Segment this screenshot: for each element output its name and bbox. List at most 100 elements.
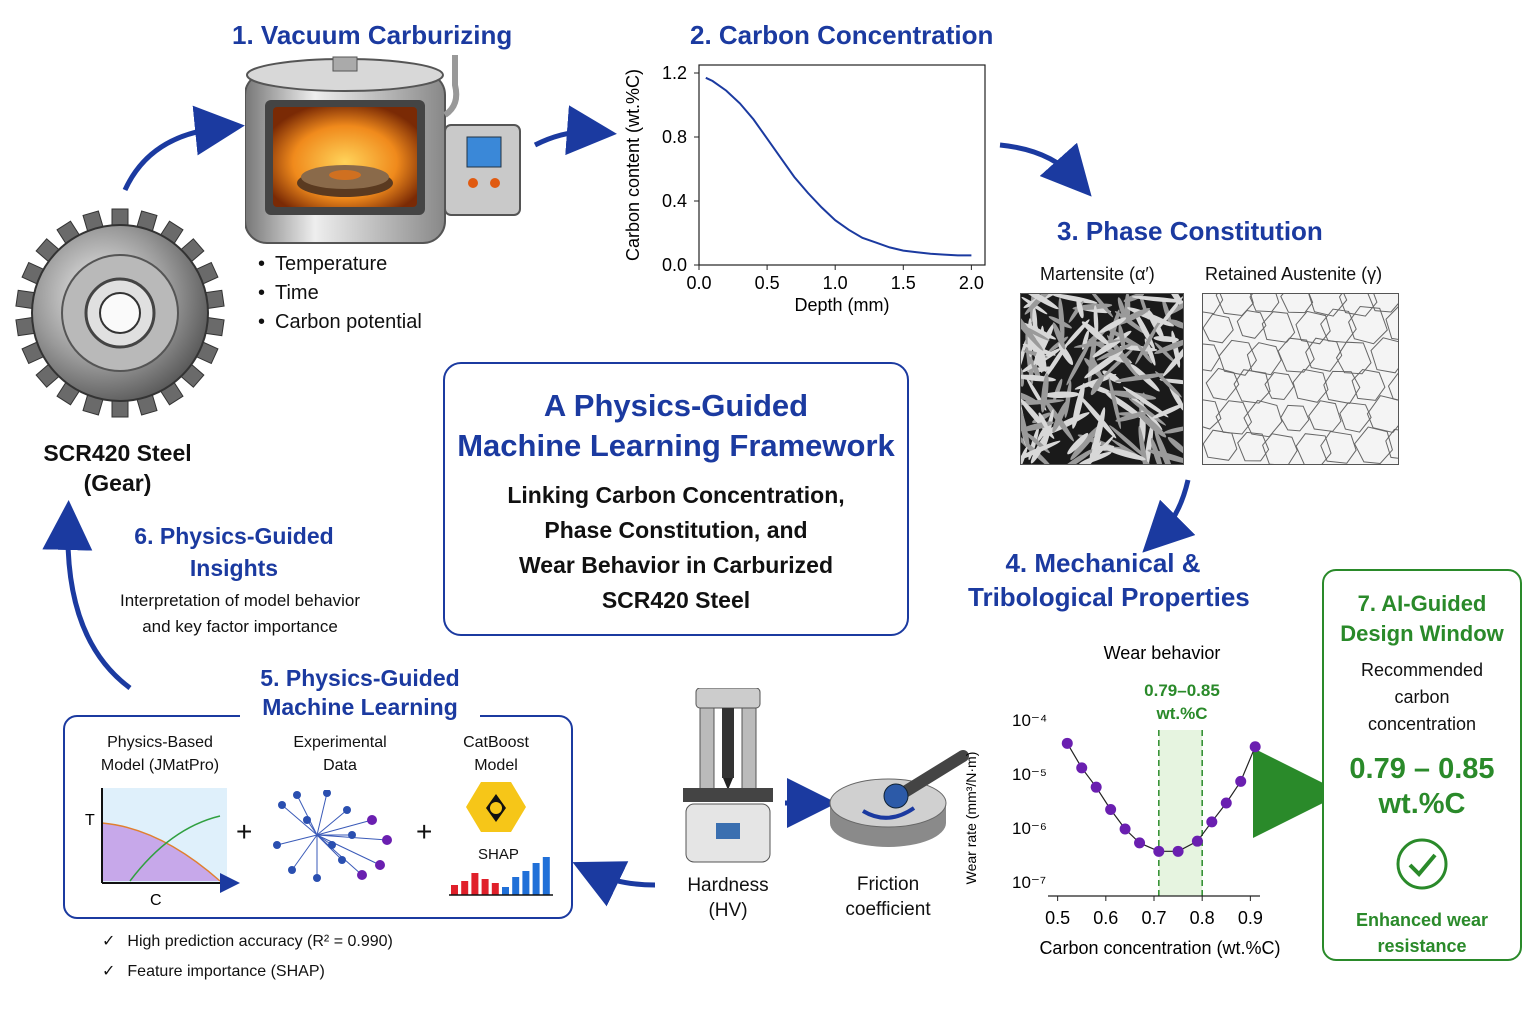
catboost-label: CatBoost <box>463 734 529 751</box>
martensite-needle <box>1074 374 1117 390</box>
austenite-grain <box>1387 373 1398 401</box>
wear-data-point <box>1220 797 1232 809</box>
chart2-xtick-label: 0.9 <box>1238 908 1263 928</box>
martensite-needle <box>1052 401 1068 433</box>
recommend-label-2: carbon <box>1394 687 1450 707</box>
chart1-ytick-label: 0.0 <box>662 255 687 275</box>
chart1-xtick-label: 2.0 <box>959 273 984 293</box>
austenite-grain <box>1246 342 1282 376</box>
chart2-title: Wear behavior <box>1104 643 1221 663</box>
martensite-needle <box>1167 436 1183 455</box>
austenite-grain <box>1335 341 1372 375</box>
austenite-grain <box>1385 428 1398 459</box>
martensite-needle <box>1052 322 1066 350</box>
insights-description: Interpretation of model behavior <box>119 591 361 610</box>
martensite-needle <box>1040 373 1049 413</box>
hardness-label: Hardness <box>687 875 769 896</box>
martensite-needle <box>1163 426 1183 434</box>
step2-title: 2. Carbon Concentration <box>690 20 994 50</box>
check-circle-icon <box>1396 838 1448 890</box>
martensite-needle <box>1108 377 1121 430</box>
network-edge <box>316 834 363 876</box>
arrow-furnace-to-profile <box>533 105 617 156</box>
chart1-ylabel: Carbon content (wt.%C) <box>623 69 643 261</box>
martensite-needle <box>1135 318 1162 365</box>
plus-sign-1: + <box>236 816 253 847</box>
austenite-grain <box>1203 294 1224 315</box>
austenite-grain <box>1367 294 1398 313</box>
design-window-band <box>1158 730 1203 896</box>
friction-label-2: coefficient <box>845 899 931 920</box>
experimental-data-label-2: Data <box>323 757 357 774</box>
austenite-grain <box>1366 395 1398 434</box>
martensite-needle <box>1021 294 1059 310</box>
martensite-needle <box>1073 339 1121 348</box>
martensite-micrograph <box>1020 293 1184 465</box>
physics-model-label: Physics-Based <box>107 734 213 751</box>
step5-title-2: Machine Learning <box>262 694 458 720</box>
martensite-needle <box>1072 382 1085 429</box>
shap-bar <box>491 883 499 895</box>
martensite-needle <box>1093 305 1099 337</box>
martensite-needle <box>1070 425 1101 461</box>
chart2-ytick-label: 10⁻⁷ <box>1012 873 1046 892</box>
martensite-needle <box>1128 398 1167 426</box>
martensite-needle <box>1089 441 1102 462</box>
shap-bar <box>512 877 520 895</box>
shap-bar <box>461 881 469 895</box>
chart2-xtick-label: 0.6 <box>1093 908 1118 928</box>
austenite-grain <box>1305 337 1343 372</box>
recommended-unit: wt.%C <box>1378 788 1466 820</box>
shap-bar <box>542 857 550 895</box>
martensite-needle <box>1033 323 1054 366</box>
arrow-ml-to-insights <box>42 500 132 691</box>
network-edge <box>316 834 381 866</box>
design-window-unit: wt.%C <box>1156 704 1208 723</box>
chart2-xtick-label: 0.7 <box>1141 908 1166 928</box>
martensite-needle <box>1021 309 1044 351</box>
design-window-label: 0.79–0.85 <box>1144 681 1220 700</box>
wear-data-point <box>1119 823 1131 835</box>
step7-title-2: Design Window <box>1340 621 1504 646</box>
martensite-needle <box>1088 294 1114 318</box>
friction-tester-icon <box>829 750 969 847</box>
austenite-grain <box>1280 294 1314 314</box>
framework-box: A Physics-Guided Machine Learning Framew… <box>443 362 909 636</box>
chart2-ylabel: Wear rate (mm³/N·m) <box>963 752 979 885</box>
insights-description-2: and key factor importance <box>142 617 338 636</box>
martensite-needle <box>1137 411 1167 438</box>
wear-data-point <box>1090 781 1102 793</box>
gear-sublabel: (Gear) <box>83 470 152 496</box>
martensite-needle <box>1066 339 1092 386</box>
gear-label: SCR420 Steel <box>43 440 192 466</box>
network-edge <box>316 809 348 836</box>
recommend-label: Recommended <box>1360 660 1484 680</box>
arrow-gear-to-furnace <box>122 105 245 192</box>
martensite-needle <box>1108 390 1157 400</box>
martensite-needle <box>1117 297 1127 321</box>
network-node <box>338 856 346 864</box>
data-network-icon <box>273 790 392 882</box>
wear-data-point <box>1061 737 1073 749</box>
austenite-grain <box>1215 400 1253 435</box>
chart2-xtick-label: 0.8 <box>1190 908 1215 928</box>
step1-title: 1. Vacuum Carburizing <box>232 20 513 50</box>
austenite-grain <box>1249 294 1280 313</box>
network-node <box>375 860 385 870</box>
step3-title: 3. Phase Constitution <box>1057 216 1323 246</box>
recommend-label-3: concentration <box>1367 714 1477 734</box>
austenite-grain <box>1262 433 1298 464</box>
wear-data-point <box>1172 845 1184 857</box>
chart2-xlabel: Carbon concentration (wt.%C) <box>1039 938 1280 958</box>
austenite-grain <box>1370 337 1398 374</box>
wear-data-point <box>1235 775 1247 787</box>
axis-t-label: T <box>85 812 95 829</box>
martensite-needle <box>1021 322 1050 341</box>
chart2-ytick-label: 10⁻⁶ <box>1012 819 1047 838</box>
chart1-xtick-label: 1.0 <box>823 273 848 293</box>
framework-subtitle-1: Linking Carbon Concentration, <box>507 482 845 508</box>
hardness-unit: (HV) <box>708 900 748 921</box>
network-node <box>313 874 321 882</box>
chart1-xtick-label: 0.5 <box>755 273 780 293</box>
